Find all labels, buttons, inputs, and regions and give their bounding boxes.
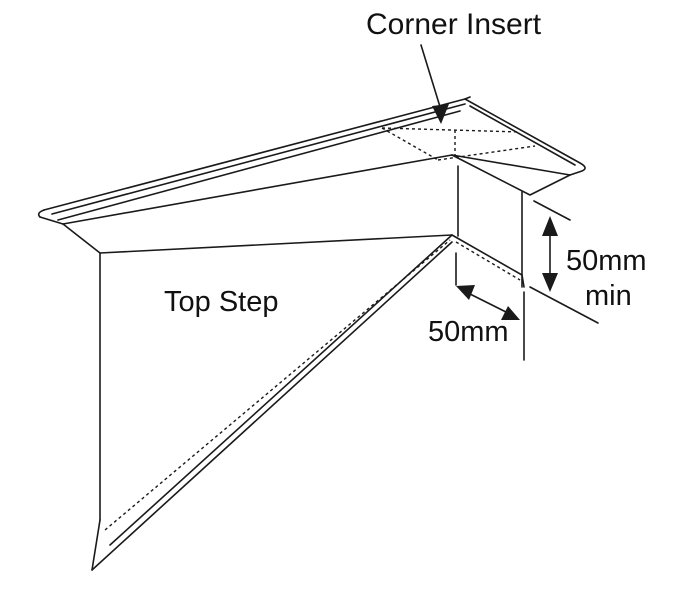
corner-insert-arrow — [420, 44, 449, 124]
height-dimension-value: 50mm — [566, 245, 647, 277]
width-dimension-value: 50mm — [428, 316, 509, 348]
width-dimension — [455, 252, 525, 361]
height-dimension — [529, 200, 599, 324]
height-dimension-qualifier: min — [585, 280, 632, 312]
top-step-label: Top Step — [164, 286, 279, 318]
corner-insert — [381, 98, 586, 288]
nosing-strip — [37, 96, 471, 225]
corner-insert-label: Corner Insert — [366, 8, 542, 41]
step-face — [62, 223, 525, 571]
